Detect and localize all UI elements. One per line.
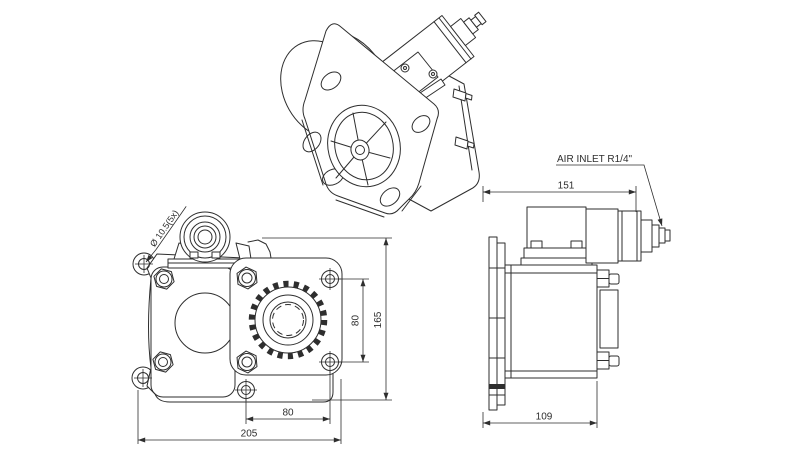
side-air-fitting	[640, 219, 671, 253]
flange-hex-bolt-bottom	[236, 350, 258, 374]
hole-callout-text: Ø 10.5(5x)	[148, 208, 181, 249]
side-cover-plate	[599, 289, 619, 349]
shaft-bore-iso	[327, 104, 401, 188]
bottom-hole	[235, 379, 257, 401]
dim-text: 80	[351, 315, 362, 327]
mounting-flange-iso	[301, 23, 439, 218]
side-body	[504, 264, 598, 379]
pto-gear	[248, 280, 328, 360]
dim-text: 151	[558, 181, 575, 192]
dim-bolt-spacing-vertical: 80	[339, 278, 369, 363]
air-inlet-label: AIR INLET R1/4"	[557, 154, 633, 165]
dim-text: 80	[282, 408, 294, 419]
air-inlet-callout: AIR INLET R1/4"	[556, 154, 663, 227]
flange-hex-bolt-top	[236, 266, 258, 290]
side-valve-box	[520, 206, 593, 266]
side-cylinder	[585, 208, 642, 264]
valve-screw	[428, 69, 438, 79]
input-opening	[174, 292, 236, 354]
side-bolt-upper	[596, 269, 620, 288]
dim-total-height: 165	[262, 237, 392, 401]
dim-text: 205	[241, 429, 258, 440]
ear-hole-bottom	[134, 369, 152, 387]
flange-hole-top-right	[319, 268, 341, 290]
valve-screw	[400, 63, 410, 73]
flange-hole-bottom-right	[319, 351, 341, 373]
side-bolt-lower	[596, 351, 620, 370]
dim-total-length: 151	[482, 181, 637, 212]
isometric-view	[280, 11, 487, 218]
stud-bolt-upper	[452, 88, 467, 102]
dim-bolt-spacing-horizontal: 80	[245, 371, 331, 424]
air-fitting-iso	[450, 11, 487, 46]
dim-text: 109	[536, 412, 553, 423]
ear-hole-top	[135, 255, 153, 273]
hex-bolt-bottom-left	[152, 351, 174, 373]
stud-bolt-lower	[454, 136, 469, 150]
spline-bore	[269, 301, 307, 339]
hex-bolt-top-left	[153, 268, 175, 290]
front-view: Ø 10.5(5x) 80 165 80 205	[131, 206, 392, 444]
side-flange	[488, 236, 506, 411]
actuator-pulley	[179, 211, 231, 263]
dim-text: 165	[373, 311, 384, 328]
dim-total-width: 205	[137, 379, 342, 444]
side-view: 151 109 AIR INLET R1/4"	[482, 154, 671, 428]
dim-body-depth: 109	[482, 381, 598, 428]
